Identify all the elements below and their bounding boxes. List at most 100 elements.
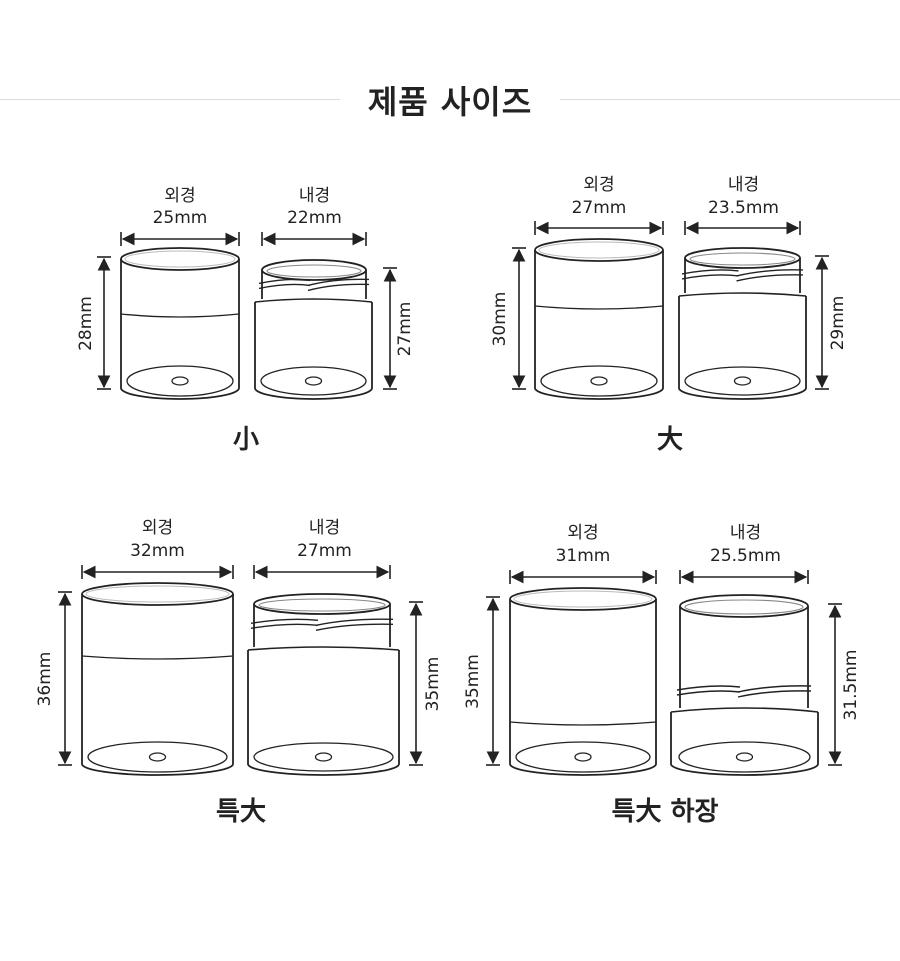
- inner-jar-icon: [678, 247, 807, 400]
- jar-body: [678, 296, 807, 400]
- jar-top-rim: [684, 247, 801, 269]
- jar-top-rim: [120, 247, 240, 271]
- jar-base-ring: [260, 366, 367, 396]
- product-group: 외경 32mm 36mm 내경 27mm 35mm 특大: [35, 518, 443, 827]
- inner-height-value: 27mm: [395, 302, 415, 357]
- jar-body: [81, 594, 234, 776]
- jar-base-dot: [574, 752, 592, 762]
- title-area: 제품 사이즈: [0, 75, 900, 125]
- outer-width-value: 25mm: [153, 208, 208, 228]
- outer-diameter-label: 외경: [567, 523, 598, 543]
- jar-body: [247, 650, 400, 776]
- jar-body: [509, 599, 657, 776]
- outer-height-value: 36mm: [35, 652, 55, 707]
- thread-line: [307, 278, 370, 287]
- thread-line: [737, 690, 812, 698]
- inner-width-value: 22mm: [287, 208, 342, 228]
- inner-height-value: 35mm: [423, 657, 443, 712]
- outer-diameter-label: 외경: [583, 175, 614, 195]
- jar-base-dot: [304, 376, 323, 386]
- jar-base-dot: [733, 376, 752, 386]
- jar-base-ring: [87, 741, 228, 773]
- inner-height-value: 31.5mm: [841, 650, 861, 721]
- thread-line: [307, 283, 370, 292]
- jar-top-rim: [81, 582, 234, 606]
- thread-line: [250, 623, 319, 630]
- jar-shoulder: [678, 292, 807, 297]
- product-caption: 大: [657, 425, 683, 455]
- jar-base-dot: [148, 752, 167, 762]
- title-divider-right: [560, 99, 900, 100]
- jar-top-inner: [538, 241, 660, 259]
- jar-top-rim: [261, 259, 367, 281]
- jar-base-ring: [678, 741, 811, 773]
- jar-body: [120, 259, 240, 400]
- thread-line: [258, 278, 311, 285]
- inner-width-value: 23.5mm: [708, 198, 779, 218]
- jar-base-dot: [735, 752, 754, 762]
- jar-base-dot: [314, 752, 333, 762]
- jar-shoulder: [254, 298, 373, 303]
- inner-width-value: 27mm: [297, 541, 352, 561]
- jar-base-dot: [590, 376, 608, 386]
- thread-line: [676, 690, 741, 696]
- jar-base-collar: [670, 712, 819, 776]
- product-caption: 小: [233, 425, 259, 455]
- inner-jar-icon: [254, 259, 373, 400]
- thread-line: [736, 269, 804, 277]
- outer-height-value: 28mm: [76, 296, 96, 351]
- thread-line: [315, 623, 394, 632]
- jar-top-inner: [513, 590, 653, 608]
- thread-line: [250, 618, 319, 625]
- inner-diameter-label: 내경: [299, 186, 330, 206]
- jar-top-inner: [124, 250, 236, 268]
- jar-base-ring: [126, 365, 234, 397]
- jar-base-ring: [684, 366, 801, 396]
- outer-width-value: 31mm: [556, 546, 611, 566]
- thread-line: [681, 269, 739, 275]
- outer-width-value: 32mm: [130, 541, 185, 561]
- lid-band-line: [81, 655, 234, 660]
- jar-top-rim: [534, 238, 664, 262]
- jar-neck: [253, 604, 391, 647]
- page-title: 제품 사이즈: [367, 83, 533, 121]
- outer-jar-icon: [81, 582, 234, 776]
- outer-jar-icon: [534, 238, 664, 400]
- thread-line: [681, 274, 739, 280]
- thread-line: [736, 274, 804, 282]
- lid-band-line: [120, 313, 240, 318]
- jar-top-inner: [684, 599, 804, 615]
- jar-body: [534, 250, 664, 400]
- outer-diameter-label: 외경: [142, 518, 173, 538]
- inner-diameter-label: 내경: [309, 518, 340, 538]
- jar-body: [254, 302, 373, 400]
- outer-diameter-label: 외경: [164, 186, 195, 206]
- lid-band-line: [534, 305, 664, 310]
- product-caption: 특大: [216, 797, 266, 827]
- product-caption: 특大 하장: [612, 797, 719, 827]
- jar-top-inner: [689, 252, 796, 266]
- title-divider-left: [0, 99, 340, 100]
- jar-base-ring: [540, 365, 658, 397]
- thread-line: [676, 685, 741, 691]
- inner-height-value: 29mm: [828, 296, 848, 351]
- inner-width-value: 25.5mm: [710, 546, 781, 566]
- inner-diameter-label: 내경: [728, 175, 759, 195]
- jar-shoulder: [247, 646, 400, 651]
- outer-height-value: 30mm: [490, 292, 510, 347]
- inner-jar-icon: [670, 594, 819, 776]
- outer-height-value: 35mm: [463, 654, 483, 709]
- jar-shoulder: [670, 707, 819, 713]
- thread-line: [737, 685, 812, 693]
- inner-jar-icon: [247, 593, 400, 776]
- jar-top-rim: [509, 587, 657, 611]
- jar-top-inner: [266, 264, 362, 278]
- jar-top-inner: [258, 598, 386, 612]
- outer-jar-icon: [509, 587, 657, 776]
- jar-top-inner: [85, 585, 230, 603]
- jar-base-dot: [171, 376, 189, 386]
